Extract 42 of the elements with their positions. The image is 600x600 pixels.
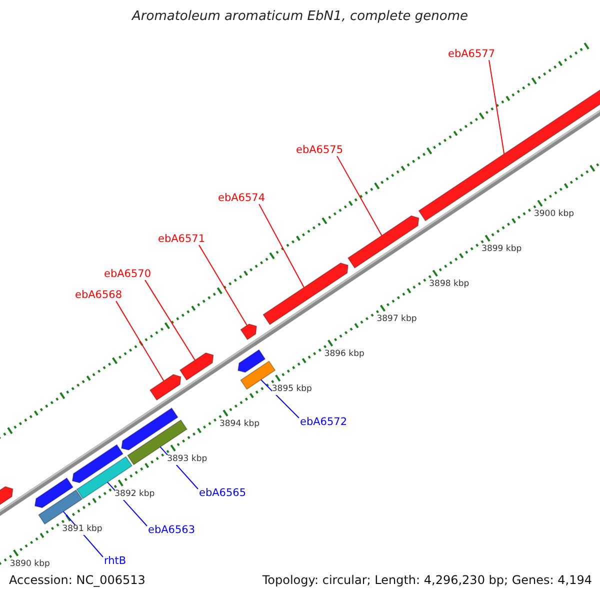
gene-label: ebA6565 <box>199 487 246 500</box>
leader-line <box>336 156 382 236</box>
scale-label: 3896 kbp <box>324 350 364 360</box>
gene-label: ebA6572 <box>300 416 348 428</box>
gene-bar <box>149 374 182 401</box>
gene-label: ebA6570 <box>104 268 152 280</box>
gene-label: ebA6568 <box>75 289 122 302</box>
gene-bar <box>179 352 214 381</box>
gene-bar <box>127 419 188 466</box>
gene-bar <box>240 324 257 340</box>
leader-line <box>260 379 300 418</box>
leader-line <box>144 280 196 361</box>
gene-label: ebA6571 <box>158 233 206 246</box>
scale-label: 3900 kbp <box>534 210 574 220</box>
gene-label: ebA6577 <box>448 48 496 60</box>
scale-label: 3898 kbp <box>429 280 470 290</box>
leader-line <box>488 60 505 154</box>
gene-label: ebA6574 <box>218 192 266 204</box>
gene-bar <box>72 444 124 484</box>
gene-bar <box>38 489 83 525</box>
leader-line <box>198 244 248 326</box>
gene-label: ebA6575 <box>296 144 344 156</box>
gene-bar <box>121 408 178 450</box>
scale-label: 3892 kbp <box>114 490 155 500</box>
gene-bar <box>238 349 266 373</box>
accession-text: Accession: NC_006513 <box>9 574 146 588</box>
gene-bar <box>34 477 74 508</box>
diagram-title: Aromatoleum aromaticum EbN1, complete genome <box>130 10 469 25</box>
leader-line <box>116 300 164 382</box>
scale-label: 3895 kbp <box>272 385 312 395</box>
leader-line <box>258 204 304 288</box>
scale-label: 3899 kbp <box>482 245 522 256</box>
scale-label: 3893 kbp <box>167 455 208 465</box>
gene-label: ebA6563 <box>148 524 196 536</box>
scale-label: 3890 kbp <box>10 560 50 570</box>
genome-info-text: Topology: circular; Length: 4,296,230 bp; Genes: 4,194 <box>262 574 592 588</box>
scale-label: 3894 kbp <box>219 420 260 430</box>
gene-bar <box>347 215 420 269</box>
scale-label: 3891 kbp <box>62 524 102 535</box>
gene-label: rhtB <box>104 555 126 568</box>
scale-label: 3897 kbp <box>376 315 417 325</box>
gene-bar <box>262 262 348 326</box>
